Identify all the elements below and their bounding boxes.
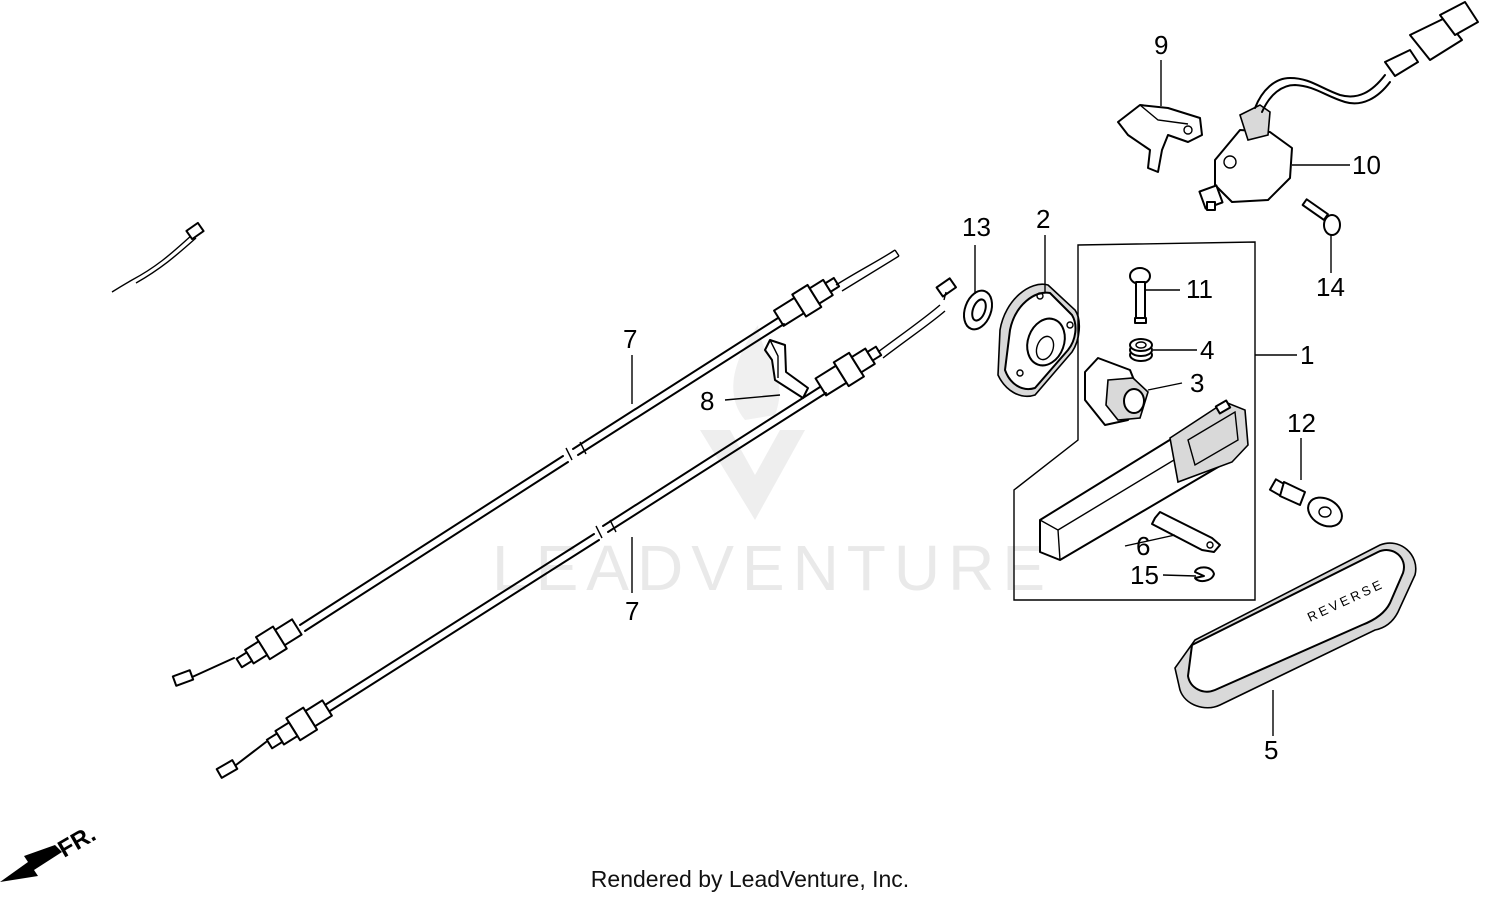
- part-4-spring: [1129, 338, 1153, 362]
- callout-12: 12: [1287, 408, 1316, 438]
- callout-13: 13: [962, 212, 991, 242]
- callout-10: 10: [1352, 150, 1381, 180]
- callout-3: 3: [1190, 368, 1204, 398]
- front-indicator-text: FR.: [54, 820, 101, 863]
- callout-7b: 7: [625, 596, 639, 626]
- part-14-screw: [1301, 198, 1341, 236]
- callout-15: 15: [1130, 560, 1159, 590]
- callout-2: 2: [1036, 204, 1050, 234]
- callout-11: 11: [1186, 274, 1213, 304]
- part-15-clip: [1194, 566, 1215, 583]
- callout-7a: 7: [623, 324, 637, 354]
- callout-labels: 1 2 3 4 5 6 7 7 8 9 10 11 12 13 14 15: [623, 30, 1381, 765]
- watermark-text: LEADVENTURE: [492, 532, 1053, 604]
- callout-5: 5: [1264, 735, 1278, 765]
- watermark-flame-icon: [733, 325, 780, 420]
- part-13-washer: [962, 289, 994, 331]
- part-11-pin: [1129, 267, 1151, 324]
- part-6-link: [1151, 511, 1221, 553]
- part-3-holder: [1084, 357, 1149, 426]
- part-2-plate: [997, 283, 1081, 397]
- watermark-logo-icon: [700, 430, 805, 520]
- cable-lower: [215, 277, 957, 779]
- callout-8: 8: [700, 386, 714, 416]
- part-1-lever: [1039, 399, 1249, 561]
- callout-1: 1: [1300, 340, 1314, 370]
- footer-credit: Rendered by LeadVenture, Inc.: [590, 866, 910, 892]
- part-5-grip: REVERSE: [1174, 542, 1417, 709]
- callout-9: 9: [1154, 30, 1168, 60]
- callout-6: 6: [1136, 531, 1150, 561]
- callout-14: 14: [1316, 272, 1345, 302]
- leader-lines: [631, 60, 1350, 736]
- cable-upper: [111, 221, 900, 687]
- part-10-switch: [1198, 1, 1479, 211]
- part-9-bracket: [1117, 104, 1203, 173]
- callout-4: 4: [1200, 335, 1214, 365]
- assembly-outline: [1013, 241, 1256, 601]
- part-12-bolt: [1268, 478, 1343, 528]
- part-8-clip: [764, 339, 809, 399]
- front-arrow-icon: [0, 845, 62, 882]
